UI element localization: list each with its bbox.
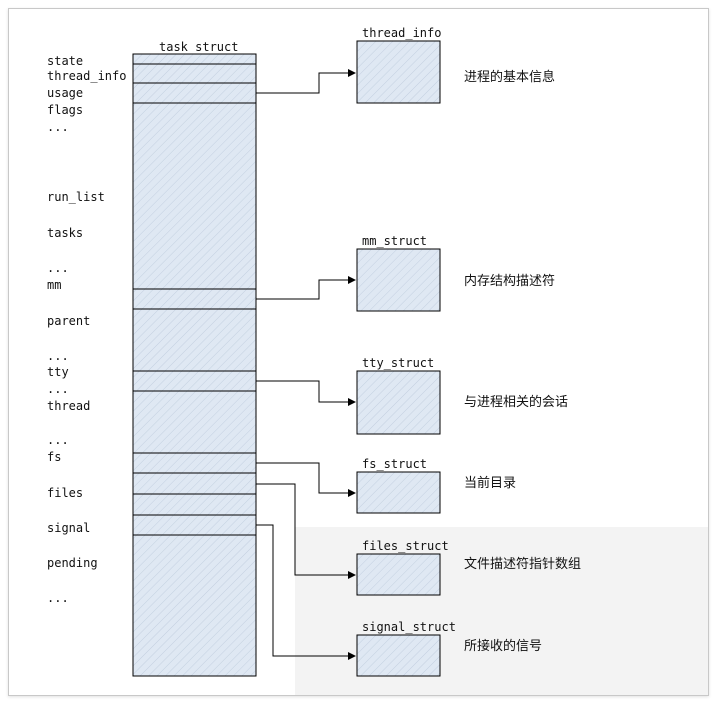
field-label: parent [47,314,90,328]
field-label: signal [47,521,90,535]
task-struct-title: task_struct [159,40,238,54]
substruct-desc: 与进程相关的会话 [464,394,568,410]
field-label: ... [47,591,69,605]
field-label: tasks [47,226,83,240]
substruct-tty-struct: tty_struct 与进程相关的会话 [356,356,568,435]
field-label: mm [47,278,61,292]
arrow-tty [256,380,356,406]
substruct-mm-struct: mm_struct 内存结构描述符 [356,234,555,312]
field-label: ... [47,433,69,447]
field-label: run_list [47,190,105,204]
substruct-name: mm_struct [362,234,427,248]
arrow-mm [256,276,356,300]
substruct-box [356,553,441,596]
arrow-files [256,483,356,579]
task-struct-box [132,53,257,677]
arrow-signal [256,524,356,660]
field-label: thread [47,399,90,413]
task-struct-dividers [133,63,256,536]
field-labels: state thread_info usage flags ... run_li… [47,54,126,605]
substruct-desc: 内存结构描述符 [464,273,555,289]
substruct-signal-struct: signal_struct 所接收的信号 [356,620,542,677]
substruct-name: fs_struct [362,457,427,471]
pointer-arrows [256,69,356,660]
arrow-fs [256,462,356,497]
field-label: thread_info [47,69,126,83]
substruct-name: tty_struct [362,356,434,370]
field-label: pending [47,556,98,570]
arrow-thread-info [256,69,356,94]
substruct-desc: 所接收的信号 [464,638,542,654]
substruct-thread-info: thread_info 进程的基本信息 [356,26,555,104]
field-label: ... [47,120,69,134]
field-label: flags [47,103,83,117]
substruct-files-struct: files_struct 文件描述符指针数组 [356,539,581,596]
substruct-name: thread_info [362,26,441,40]
field-label: usage [47,86,83,100]
field-label: files [47,486,83,500]
field-label: ... [47,382,69,396]
substruct-box [356,248,441,312]
substruct-desc: 文件描述符指针数组 [464,556,581,572]
diagram-frame: task_struct state thread_info usage flag… [8,8,709,696]
substruct-box [356,40,441,104]
substruct-box [356,370,441,435]
field-label: ... [47,261,69,275]
field-label: state [47,54,83,68]
substruct-name: files_struct [362,539,449,553]
field-label: tty [47,365,69,379]
substruct-desc: 当前目录 [464,475,516,491]
substruct-name: signal_struct [362,620,456,634]
substruct-fs-struct: fs_struct 当前目录 [356,457,516,514]
task-struct-diagram: task_struct state thread_info usage flag… [47,26,708,695]
substruct-box [356,634,441,677]
substruct-box [356,471,441,514]
field-label: ... [47,349,69,363]
field-label: fs [47,450,61,464]
substruct-desc: 进程的基本信息 [464,69,555,85]
